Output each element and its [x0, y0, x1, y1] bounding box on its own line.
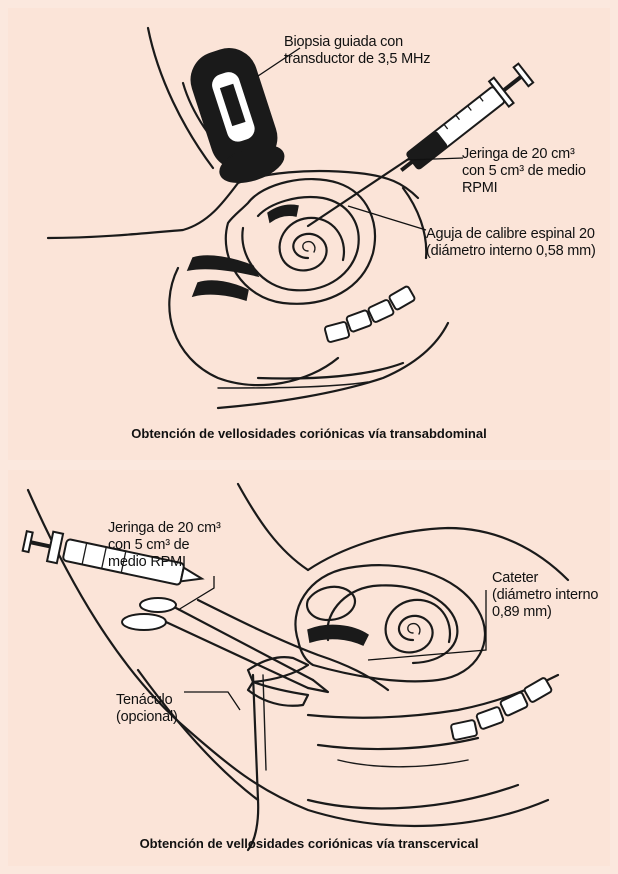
- transducer-label: Biopsia guiada con transductor de 3,5 MH…: [284, 34, 430, 68]
- syringe-label-top: Jeringa de 20 cm³ con 5 cm³ de medio RPM…: [462, 146, 586, 197]
- needle-label: Aguja de calibre espinal 20 (diámetro in…: [426, 226, 596, 260]
- speculum: [248, 657, 308, 850]
- transabdominal-caption: Obtención de vellosidades coriónicas vía…: [8, 426, 610, 441]
- spinal-needle: [308, 158, 410, 226]
- catheter-label: Cateter (diámetro interno 0,89 mm): [492, 570, 598, 621]
- syringe-label-bottom: Jeringa de 20 cm³ con 5 cm³ de medio RPM…: [108, 520, 221, 571]
- transcervical-caption: Obtención de vellosidades coriónicas vía…: [8, 836, 610, 851]
- transabdominal-panel: Biopsia guiada con transductor de 3,5 MH…: [8, 8, 610, 460]
- transcervical-panel: Jeringa de 20 cm³ con 5 cm³ de medio RPM…: [8, 470, 610, 866]
- ultrasound-transducer: [184, 42, 288, 190]
- transcervical-illustration: [8, 470, 610, 866]
- tenaculum-label: Tenáculo (opcional): [116, 692, 178, 726]
